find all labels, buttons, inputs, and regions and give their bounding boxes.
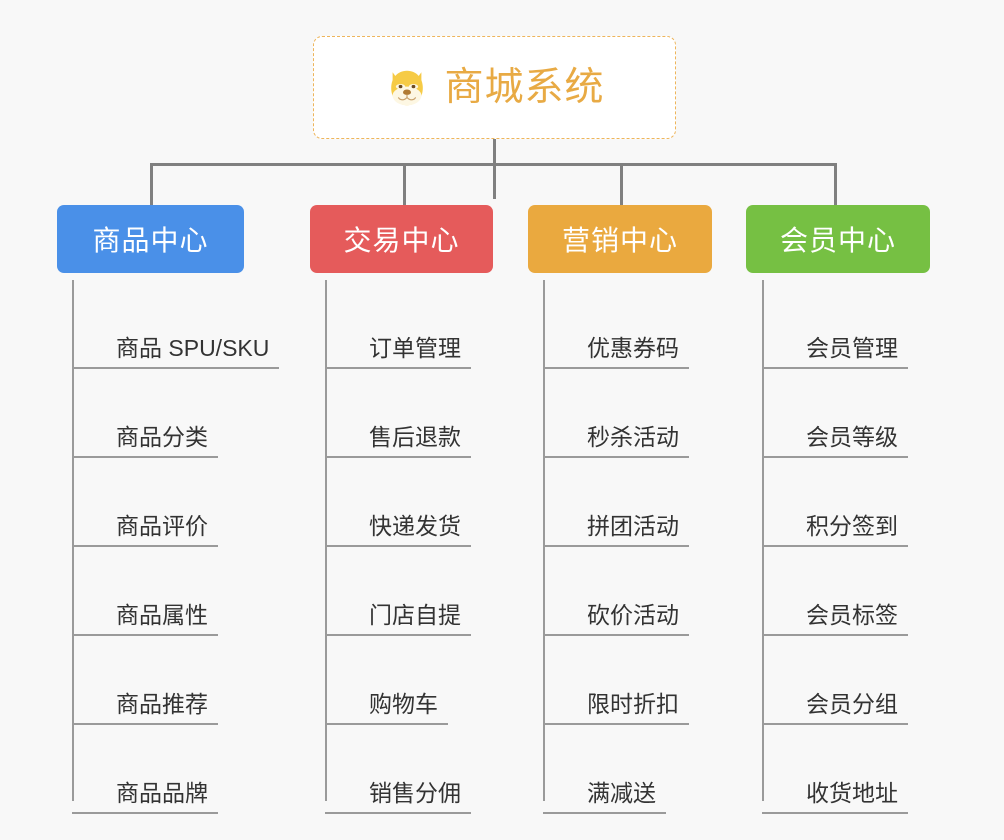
leaf-item-label: 商品属性 <box>72 602 218 636</box>
leaf-item-label: 销售分佣 <box>325 780 471 814</box>
leaf-item[interactable]: 门店自提 <box>325 547 471 636</box>
leaf-item[interactable]: 快递发货 <box>325 458 471 547</box>
leaf-item-label: 购物车 <box>325 691 448 725</box>
leaf-item[interactable]: 售后退款 <box>325 369 471 458</box>
dog-face-icon <box>391 70 424 105</box>
leaf-item-label: 门店自提 <box>325 602 471 636</box>
leaf-item-label: 商品分类 <box>72 424 218 458</box>
leaf-item-label: 会员分组 <box>762 691 908 725</box>
leaf-item[interactable]: 商品推荐 <box>72 636 218 725</box>
leaf-item-label: 会员管理 <box>762 335 908 369</box>
leaf-item[interactable]: 限时折扣 <box>543 636 689 725</box>
leaf-item[interactable]: 砍价活动 <box>543 547 689 636</box>
leaf-item[interactable]: 会员等级 <box>762 369 908 458</box>
leaf-item[interactable]: 订单管理 <box>325 280 471 369</box>
connector-drop-3 <box>620 163 623 207</box>
leaf-item[interactable]: 商品评价 <box>72 458 218 547</box>
leaf-item-label: 会员等级 <box>762 424 908 458</box>
leaf-item-label: 积分签到 <box>762 513 908 547</box>
leaf-spine-trade <box>325 280 327 801</box>
leaf-item[interactable]: 优惠券码 <box>543 280 689 369</box>
connector-horizontal-bus <box>150 163 836 166</box>
leaf-item[interactable]: 会员管理 <box>762 280 908 369</box>
leaf-item-label: 限时折扣 <box>543 691 689 725</box>
leaf-item-label: 秒杀活动 <box>543 424 689 458</box>
leaf-spine-product <box>72 280 74 801</box>
leaf-item-label: 商品品牌 <box>72 780 218 814</box>
leaf-spine-marketing <box>543 280 545 801</box>
root-title: 商城系统 <box>444 66 605 109</box>
leaf-item[interactable]: 商品 SPU/SKU <box>72 280 280 369</box>
leaf-item-label: 满减送 <box>543 780 666 814</box>
leaf-item-label: 订单管理 <box>325 335 471 369</box>
leaf-item[interactable]: 拼团活动 <box>543 458 689 547</box>
leaf-item[interactable]: 满减送 <box>543 725 666 814</box>
leaf-item-label: 砍价活动 <box>543 602 689 636</box>
leaf-item[interactable]: 会员标签 <box>762 547 908 636</box>
category-header-trade[interactable]: 交易中心 <box>310 205 493 273</box>
connector-drop-2 <box>403 163 406 207</box>
connector-drop-4 <box>834 163 837 207</box>
category-header-member[interactable]: 会员中心 <box>746 205 930 273</box>
leaf-item[interactable]: 购物车 <box>325 636 448 725</box>
root-node-mall-system[interactable]: 商城系统 <box>313 36 676 139</box>
leaf-item-label: 商品评价 <box>72 513 218 547</box>
leaf-item-label: 优惠券码 <box>543 335 689 369</box>
connector-drop-1 <box>150 163 153 207</box>
leaf-item-label: 商品推荐 <box>72 691 218 725</box>
leaf-item[interactable]: 收货地址 <box>762 725 908 814</box>
leaf-item[interactable]: 商品属性 <box>72 547 218 636</box>
leaf-item-label: 快递发货 <box>325 513 471 547</box>
category-header-marketing[interactable]: 营销中心 <box>528 205 712 273</box>
leaf-item[interactable]: 秒杀活动 <box>543 369 689 458</box>
leaf-item-label: 售后退款 <box>325 424 471 458</box>
leaf-item[interactable]: 积分签到 <box>762 458 908 547</box>
leaf-item[interactable]: 会员分组 <box>762 636 908 725</box>
leaf-item[interactable]: 商品品牌 <box>72 725 218 814</box>
leaf-item-label: 商品 SPU/SKU <box>72 335 280 369</box>
leaf-item-label: 拼团活动 <box>543 513 689 547</box>
leaf-item-label: 收货地址 <box>762 780 908 814</box>
leaf-item[interactable]: 销售分佣 <box>325 725 471 814</box>
leaf-item-label: 会员标签 <box>762 602 908 636</box>
category-header-product[interactable]: 商品中心 <box>57 205 244 273</box>
connector-root-stem <box>493 139 496 199</box>
leaf-spine-member <box>762 280 764 801</box>
leaf-item[interactable]: 商品分类 <box>72 369 218 458</box>
